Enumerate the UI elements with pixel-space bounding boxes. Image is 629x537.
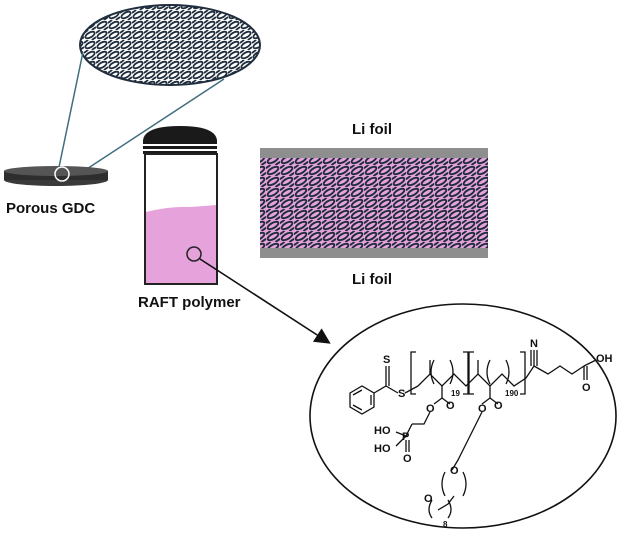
atom-oh-acid: OH [596,353,613,365]
atom-ho-2: HO [374,443,391,455]
raft-polymer-vial [143,126,218,285]
cell-stack [260,148,488,258]
sample-spot-marker [186,246,202,262]
li-foil-bottom [260,248,488,258]
porous-mesh-zoom [79,4,261,86]
atom-o-peg-1: O [450,465,459,477]
atom-o-carbonyl-2: O [494,400,503,412]
atom-o-ester-1: O [426,403,435,415]
li-foil-bottom-label: Li foil [352,271,392,288]
atom-n-nitrile: N [530,338,538,350]
gdc-disc [4,166,108,186]
chemical-structure [349,350,597,519]
atom-ho-1: HO [374,425,391,437]
zoom-spot-marker [54,166,70,182]
porous-gdc-label: Porous GDC [6,200,95,217]
atom-o-acid: O [582,382,591,394]
atom-o-ester-2: O [478,403,487,415]
raft-polymer-label: RAFT polymer [138,294,241,311]
molecule-arrow [199,258,331,344]
repeat-count-1: 19 [451,389,460,398]
li-foil-top [260,148,488,158]
atom-s-thione: S [383,354,390,366]
structure-callout [309,303,617,529]
atom-p: P [402,431,409,443]
repeat-count-3: 8 [443,520,448,529]
atom-o-carbonyl-1: O [446,400,455,412]
zoom-callout-lines [57,51,225,181]
gdc-infiltrated-layer [260,158,488,248]
atom-o-peg-2: O [424,493,433,505]
repeat-count-2: 190 [505,389,519,398]
li-foil-top-label: Li foil [352,121,392,138]
atom-o-phosphoryl: O [403,453,412,465]
atom-s-chain: S [398,388,405,400]
